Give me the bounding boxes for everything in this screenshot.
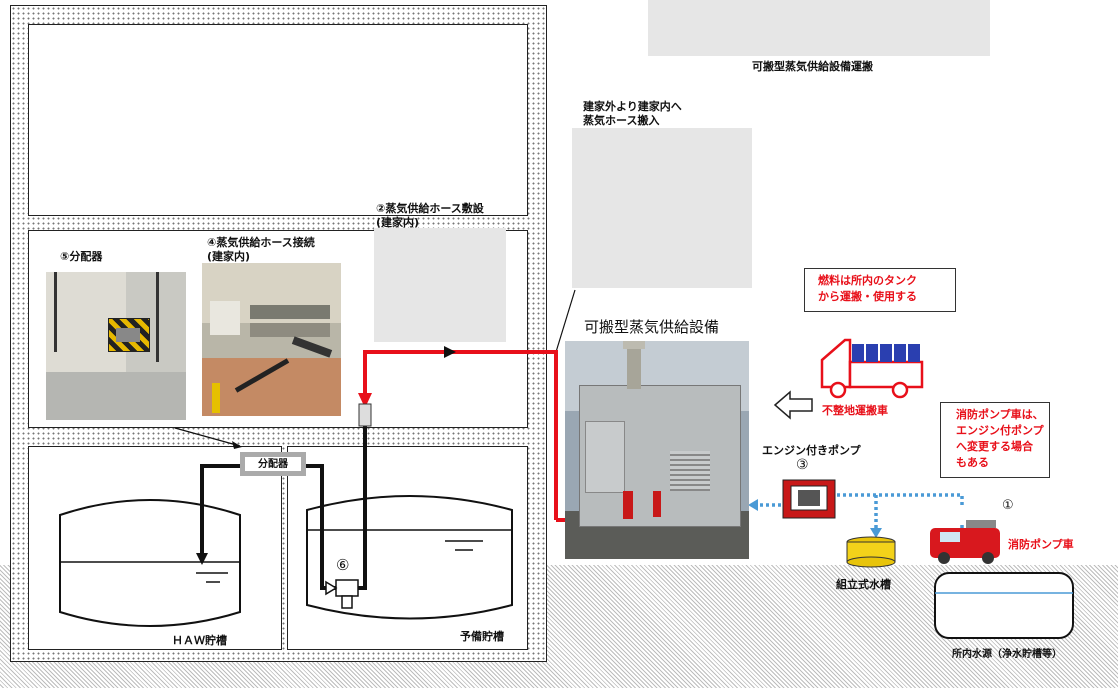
engine-pump-illustration bbox=[782, 479, 836, 519]
assembly-tank-label: 組立式水槽 bbox=[836, 578, 891, 591]
distributor-box bbox=[240, 452, 306, 476]
step6-number: ⑥ bbox=[336, 556, 350, 574]
hose-entry-label-2: 蒸気ホース搬入 bbox=[583, 114, 660, 127]
upper-room bbox=[28, 24, 528, 216]
fire-note-4: もある bbox=[956, 456, 989, 469]
step2-photo bbox=[374, 228, 506, 342]
fuel-note-2: から運搬・使用する bbox=[818, 290, 917, 303]
valve-6 bbox=[335, 579, 359, 597]
top-title: 可搬型蒸気供給設備運搬 bbox=[752, 60, 873, 73]
fuel-note-1: 燃料は所内のタンク bbox=[818, 274, 917, 287]
connector bbox=[358, 403, 372, 427]
haw-tank bbox=[59, 499, 241, 627]
water-source-label: 所内水源（浄水貯槽等） bbox=[952, 649, 1062, 660]
fire-note-2: エンジン付ポンプ bbox=[956, 424, 1044, 437]
hose-entry-label-1: 建家外より建家内へ bbox=[583, 100, 682, 113]
step4-label-1: ④蒸気供給ホース接続 bbox=[207, 236, 315, 249]
step2-label-2: (建家内) bbox=[376, 216, 420, 229]
fire-truck-illustration bbox=[930, 520, 1000, 564]
equipment-photo bbox=[565, 341, 749, 559]
spare-tank-label: 予備貯槽 bbox=[460, 630, 504, 643]
step5-label: ⑤分配器 bbox=[60, 250, 103, 263]
delivery-arrow bbox=[773, 390, 813, 420]
fire-note-3: へ変更する場合 bbox=[956, 440, 1033, 453]
fire-note-1: 消防ポンプ車は、 bbox=[956, 408, 1044, 421]
water-line-main bbox=[835, 493, 964, 505]
step4-label-2: (建家内) bbox=[207, 250, 251, 263]
engine-pump-label: エンジン付きポンプ bbox=[762, 444, 861, 457]
equipment-label: 可搬型蒸気供給設備 bbox=[584, 318, 720, 336]
hose-entry-photo bbox=[572, 128, 752, 288]
truck-label: 不整地運搬車 bbox=[822, 404, 888, 417]
fire-truck-label: 消防ポンプ車 bbox=[1008, 538, 1074, 551]
step1-number: ① bbox=[1002, 498, 1014, 513]
pointer-line-hose-entry bbox=[555, 289, 576, 353]
distributor-box-label: 分配器 bbox=[258, 459, 288, 470]
transport-photo bbox=[648, 0, 990, 56]
distributor-photo bbox=[46, 272, 186, 420]
step3-number: ③ bbox=[796, 457, 809, 473]
haw-tank-label: ＨＡＷ貯槽 bbox=[172, 634, 227, 647]
fuel-note-box bbox=[804, 268, 956, 312]
truck-icon bbox=[820, 338, 924, 399]
steam-supply-line bbox=[363, 350, 558, 520]
hose-connection-photo bbox=[202, 263, 341, 416]
step2-label-1: ②蒸気供給ホース敷設 bbox=[376, 202, 484, 215]
distributor-pipe-haw bbox=[200, 464, 248, 556]
fire-note-box bbox=[940, 402, 1050, 478]
water-source-tank bbox=[934, 572, 1074, 639]
pointer-line-distributor bbox=[174, 427, 241, 447]
black-arrow bbox=[444, 346, 456, 358]
